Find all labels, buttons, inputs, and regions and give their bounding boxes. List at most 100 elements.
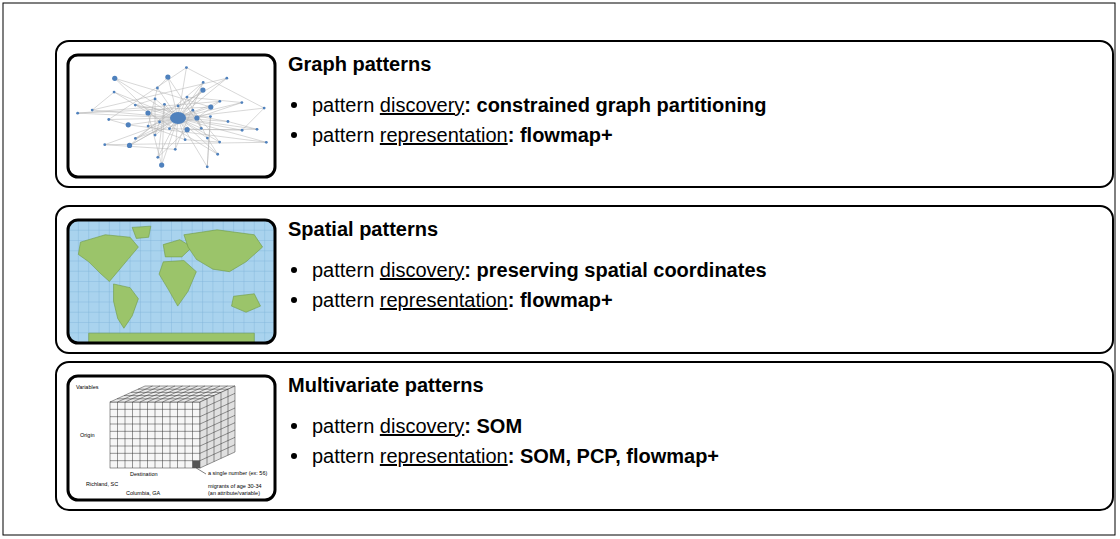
graph-edge [105,118,178,145]
graph-node [208,104,213,109]
graph-edge [207,117,210,167]
graph-node [174,148,177,151]
graph-edge [130,110,193,145]
graph-edge [114,92,178,118]
graph-node [191,109,194,112]
graph-node [209,115,212,118]
cube-label: Variables [76,384,110,391]
cube-label: Richland, SC [86,481,126,488]
continent [184,230,263,272]
graph-node [127,143,132,148]
graph-edge [105,145,175,150]
graph-node [263,107,266,110]
continent [159,261,196,307]
graph-node [227,120,230,123]
graph-edge [148,88,157,126]
graph-edge [178,118,207,167]
graph-edge [197,101,220,118]
cube-label: a single number (ex: 56) [208,470,270,477]
graph-node [145,110,150,115]
graph-edge [178,118,266,142]
graph-edge [178,78,227,118]
graph-node [185,66,188,69]
bullet-text: pattern representation: flowmap+ [288,120,1102,150]
thumbnail-frame [68,55,275,177]
graph-node [218,100,221,103]
cube-label: Origin [80,432,108,439]
leader-line [196,468,206,474]
graph-node [113,91,116,94]
graph-node [240,101,243,104]
bullet-text: pattern representation: SOM, PCP, flowma… [288,441,1102,471]
graph-node [216,153,219,156]
panel-text: Multivariate patterns pattern discovery: … [288,371,1102,471]
cube-label: Destination [130,471,170,478]
single-cell [193,461,201,468]
pattern-panel: Multivariate patterns pattern discovery: … [55,361,1114,511]
world-map-thumbnail [68,220,275,343]
panel-heading: Graph patterns [288,50,1102,78]
continent [232,294,261,312]
graph-edge [242,108,264,130]
bullet-dot [291,132,297,138]
bullet-text: pattern discovery: preserving spatial co… [288,255,1102,285]
graph-node [154,98,157,101]
graph-node [186,96,189,99]
graph-node [158,121,161,124]
map-grid [68,312,275,313]
graph-edge [178,118,257,129]
graph-edge [162,104,165,165]
graph-node [225,77,228,80]
graph-node [134,104,137,107]
graph-edge [162,118,178,165]
cube-label: migrants of age 30-34 (an attribute/vari… [208,483,270,496]
pattern-panel: Spatial patterns pattern discovery: prese… [55,205,1114,354]
panel-text: Spatial patterns pattern discovery: prese… [288,215,1102,315]
graph-node [154,134,157,137]
graph-node [185,127,190,132]
graph-node [184,138,187,141]
graph-node [159,162,164,167]
map-grid [68,230,275,231]
graph-node [206,165,209,168]
cube-front [110,402,200,468]
graph-edge [109,120,128,125]
graph-edge [114,92,218,154]
graph-edge [186,68,264,108]
graph-edge [92,92,114,110]
graph-node [177,105,180,108]
graph-node [134,137,137,140]
bullet-dot [291,423,297,429]
graph-node [163,103,166,106]
graph-node [165,74,170,79]
graph-edge [228,122,257,130]
graph-node [202,81,205,84]
continent [132,226,151,238]
panel-heading: Spatial patterns [288,215,1102,243]
graph-edge [155,99,156,135]
bullet-dot [291,102,297,108]
map-grid [68,322,275,323]
graph-node [112,76,117,81]
panel-heading: Multivariate patterns [288,371,1102,399]
graph-node [103,143,106,146]
cube-label: Columbia, GA [126,490,170,497]
graph-edge [187,129,257,130]
graph-edge [148,126,185,140]
graph-node [241,129,244,132]
thumbnail-frame [68,376,275,500]
bullet-dot [291,297,297,303]
graph-node [76,112,79,115]
outer-frame [3,3,1115,535]
data-cube-thumbnail [68,376,275,500]
graph-node [265,141,268,144]
thumbnail-frame [68,220,275,343]
graph-node [218,141,221,144]
bullet-text: pattern discovery: SOM [288,411,1102,441]
continent [78,235,138,282]
continent [114,284,139,328]
graph-node [206,137,209,140]
graph-edge [178,82,203,118]
graph-edge [207,117,210,167]
graph-edge [193,110,220,142]
